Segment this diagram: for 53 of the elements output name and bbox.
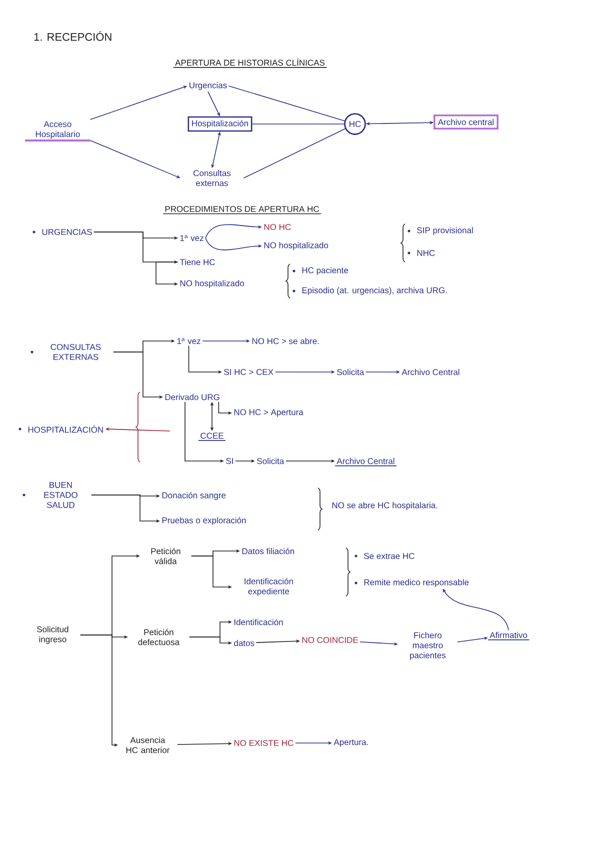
- handwritten-text: NO HC > se abre.: [252, 338, 319, 344]
- handwritten-text: Remite medico responsable: [364, 579, 469, 587]
- handwritten-text: Identificación: [234, 618, 283, 626]
- handwritten-text: Urgencias: [190, 82, 227, 90]
- connector-line: [228, 86, 345, 122]
- heading: PROCEDIMIENTOS DE APERTURA HC: [162, 206, 322, 214]
- handwritten-text: Archivo Central: [402, 368, 460, 376]
- circle-node: HC: [344, 113, 366, 135]
- handwritten-text: Consultas externas: [194, 170, 231, 186]
- handwritten-text: NO hospitalizado: [264, 242, 328, 250]
- process-box: Hospitalización: [188, 116, 252, 132]
- connector-line: [243, 128, 346, 178]
- handwritten-text: SI HC > CEX: [224, 369, 274, 375]
- handwritten-text: HOSPITALIZACIÓN: [28, 425, 103, 433]
- handwritten-text: Archivo Central: [334, 458, 397, 466]
- handwritten-text: URGENCIAS: [42, 229, 92, 235]
- handwritten-text: NO hospitalizado: [180, 280, 244, 288]
- handwritten-text: datos: [234, 640, 254, 646]
- handwritten-text: 1$^{a}$ vez: [177, 338, 200, 344]
- handwritten-text: BUEN ESTADO SALUD: [44, 482, 78, 508]
- handwritten-text: Acceso Hospitalario: [36, 121, 80, 139]
- title: 1. RECEPCIÓN: [34, 31, 112, 41]
- handwritten-text: Datos filiación: [242, 548, 294, 554]
- handwritten-text: Petición defectuosa: [138, 628, 180, 646]
- handwritten-text: NO COINCIDE: [302, 637, 358, 643]
- handwritten-text: NO HC: [264, 224, 291, 230]
- handwritten-text: Solicita: [257, 458, 284, 464]
- handwritten-text: Fichero maestro pacientes: [410, 632, 446, 660]
- list-item: HC paciente: [302, 267, 348, 275]
- handwritten-text: Apertura.: [334, 739, 368, 747]
- handwritten-text: Solicitud ingreso: [37, 626, 68, 644]
- handwritten-text: Ausencia HC anterior: [126, 736, 170, 754]
- note: NO se abre HC hospitalaria.: [332, 502, 438, 510]
- list-item: Episodio (at. urgencias), archiva URG.: [302, 287, 447, 295]
- process-box: Archivo central: [434, 114, 498, 130]
- handwritten-text: Derivado URG: [165, 394, 220, 400]
- handwritten-text: Petición válida: [151, 548, 180, 564]
- handwritten-text: Afirmativo: [488, 632, 530, 640]
- handwritten-text: 1$^{a}$ vez: [180, 234, 204, 242]
- handwritten-text: Solicita: [337, 368, 364, 376]
- handwritten-text: Identificación expediente: [244, 578, 293, 596]
- handwritten-text: Donación sangre: [162, 492, 226, 500]
- handwritten-text: NO HC > Apertura: [234, 409, 304, 417]
- handwritten-text: Pruebas o exploración: [162, 517, 246, 525]
- list-item: Se extrae HC: [364, 553, 414, 559]
- handwritten-text: SI: [226, 458, 233, 464]
- handwritten-text: NO EXISTE HC: [234, 740, 294, 746]
- list-item: NHC: [417, 250, 435, 256]
- heading: APERTURA DE HISTORIAS CLÍNICAS: [172, 58, 328, 68]
- handwritten-text: CONSULTAS EXTERNAS: [50, 344, 101, 360]
- list-item: SIP provisional: [417, 227, 473, 235]
- handwritten-text: CCEE: [198, 432, 226, 441]
- handwritten-text: Tiene HC: [180, 258, 215, 266]
